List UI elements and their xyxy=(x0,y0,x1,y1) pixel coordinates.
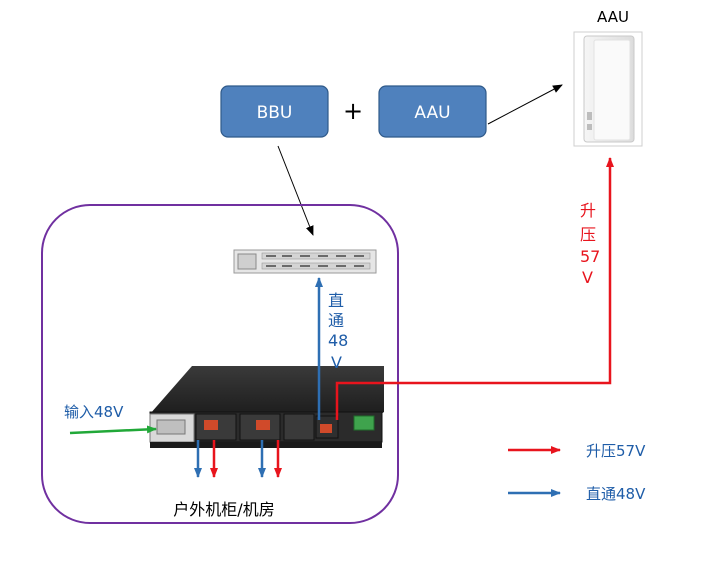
cabinet-label: 户外机柜/机房 xyxy=(173,500,274,519)
boost-vertical-char-2: 压 xyxy=(580,225,596,244)
direct-vertical-char-1: 直 xyxy=(328,291,344,310)
aau-device xyxy=(573,31,643,147)
bbu-to-rack-arrow xyxy=(277,145,314,236)
boost-vertical-char-3: 57 xyxy=(580,247,600,266)
aau-box: AAU xyxy=(378,85,487,138)
power-supply-unit xyxy=(149,366,384,448)
bbu-box: BBU xyxy=(220,85,329,138)
aau-box-label: AAU xyxy=(414,103,450,123)
boost-vertical-label: 升 压 57 V xyxy=(580,201,600,287)
input-label: 输入48V xyxy=(64,403,124,421)
plus-sign: + xyxy=(343,97,363,125)
cabinet-border xyxy=(41,204,399,524)
legend: 升压57V 直通48V xyxy=(508,442,646,503)
direct-vertical-label: 直 通 48 V xyxy=(328,291,348,372)
direct-vertical-char-3: 48 xyxy=(328,331,348,350)
boost-vertical-char-4: V xyxy=(582,268,593,287)
direct-vertical-char-2: 通 xyxy=(328,311,344,330)
direct-vertical-char-4: V xyxy=(331,353,342,372)
legend-boost-label: 升压57V xyxy=(586,442,646,460)
aau-top-label: AAU xyxy=(597,8,629,26)
aau-box-to-device-arrow xyxy=(487,84,563,125)
input-arrow xyxy=(69,425,157,435)
rack-bbu-device xyxy=(233,249,377,274)
legend-direct-label: 直通48V xyxy=(586,485,646,503)
boost-vertical-char-1: 升 xyxy=(580,201,596,220)
bbu-label: BBU xyxy=(257,103,293,123)
boost-57v-line xyxy=(335,157,614,420)
